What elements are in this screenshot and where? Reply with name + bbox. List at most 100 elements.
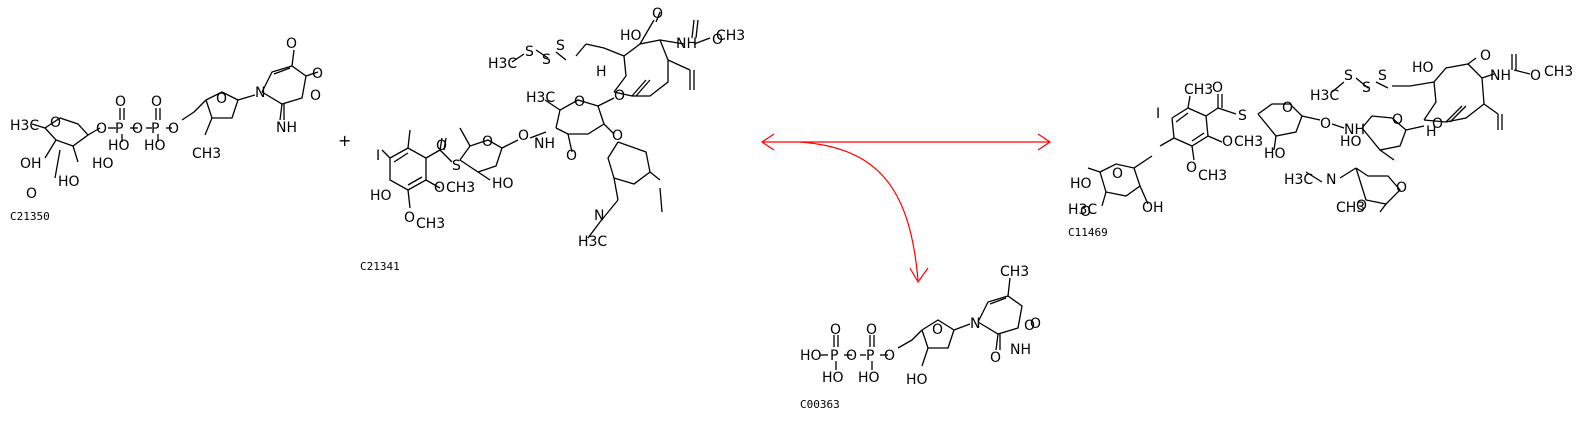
c21350-label-ho-ribose: CH3 [192,146,221,162]
c11469-label-o-sugar1: O [1282,100,1293,116]
c00363-label-p1: P [830,348,838,364]
c21341-label-o-methoxy2: O [404,210,415,226]
c21341-label-h: H [596,64,607,80]
c11469-label-o-ketone: O [1480,48,1491,64]
c11469-label-ho-sugar2: HO [1340,134,1362,150]
c00363-label-o-dbl2: O [866,322,877,338]
c11469-label-o-methoxy2: O [1186,160,1197,176]
c11469-label-h3c-s: H3C [1310,88,1339,104]
c11469-label-ch3-carb: CH3 [1544,64,1573,80]
c21341-label-nh-carb: NH [676,36,697,52]
c11469-label-nh-link: NH [1344,122,1365,138]
c11469-label-s-thio: S [1238,108,1247,124]
c00363-label-o-link2: O [884,348,895,364]
c21341-label-ho-core: HO [620,28,642,44]
c00363-label-ho-p2: HO [858,370,880,386]
c00363-label-o-dbl1: O [830,322,841,338]
c21341-label-o-carb: O [712,32,723,48]
c21350-label-o-ribose: O [216,91,227,107]
c21341-label-o-ether: O [614,88,625,104]
c11469-label-iodo: I [1156,106,1160,122]
c11469-label-o-link: O [1320,116,1331,132]
c21341-label-h3c-sugar2: H3C [526,90,555,106]
c21341-label-o-sugar1: O [482,134,493,150]
plus-sign: + [338,131,351,150]
arrow-head-right [1037,133,1052,151]
c00363-label-o-thy1: O [1024,318,1035,334]
c11469-label-o-sugar2: O [1392,112,1403,128]
c21341-label-s2: S [542,52,551,68]
c21350-label-o-link1: O [96,121,107,137]
c21341-label-s1: S [525,44,534,60]
c21350-label-p2: P [151,121,159,137]
c21341-label-ch3-methoxy2: CH3 [416,216,445,232]
c21350-label-ho-p1: HO [108,138,130,154]
c00363-label-ch3: CH3 [1000,264,1029,280]
c11469-label-oh-fucose: OH [1142,200,1164,216]
c21341-label-ho-sugar2: O [566,148,577,164]
c00363-label-ho-p1b: HO [822,370,844,386]
side-product-arrow [799,141,919,281]
c11469-label-ch3-aryl: CH3 [1184,82,1213,98]
c11469-label-ch3-methoxy1: CH3 [1234,134,1263,150]
c21350-label-o-thy2: NH [276,120,297,136]
c21350-label-o-methoxy: HO [58,174,80,190]
c21341-label-h3c-amino: H3C [578,234,607,250]
c21350-label-p1: P [115,121,123,137]
c11469-label-o-carb: O [1530,68,1541,84]
c21341-id: C21341 [360,260,400,273]
reaction-arrow [760,133,1052,284]
c21341-label-o-methoxy1: O [434,180,445,196]
c21341-label-ch3-methoxy1: CH3 [446,180,475,196]
c11469-label-o-amino-ring: O [1396,180,1407,196]
c21350-label-n: N [255,85,265,101]
c11469-label-s1: S [1344,68,1353,84]
c11469-label-o-fucose-ring: O [1112,166,1123,182]
c21350-label-o-ring: O [50,115,61,131]
arrow-head-left [760,133,775,151]
c21341-label-ho-aryl: HO [370,188,392,204]
c11469-label-h3c-amino: H3C [1284,172,1313,188]
c21350-label-o-dbl1: O [115,94,126,110]
c00363-label-o-link1: O [846,348,857,364]
c11469-label-n-amino: N [1326,172,1336,188]
c21350-label-h3c-methoxy: O [26,186,37,202]
c11469-label-ho-fucose1: HO [1070,176,1092,192]
compound-c21341: H3C S S S HO O NH O CH3 H O O H3C NH O O… [360,6,745,273]
c21350-label-ho-p2: HO [144,138,166,154]
c11469-label-ch3-methoxy3: CH3 [1336,200,1365,216]
c21341-label-o-ketone: O [652,6,663,22]
c11469-id: C11469 [1068,226,1108,239]
c00363-label-n: N [970,316,980,332]
c21350-label-nh: O [312,66,323,82]
c21341-label-nh-link: NH [534,136,555,152]
c11469-label-nh-carb: NH [1490,68,1511,84]
c21341-label-s3: S [556,38,565,54]
c21341-label-ch3-carb: CH3 [716,28,745,44]
c21341-label-o-amino-ring: O [612,128,623,144]
c21350-label-h3c: H3C [10,118,39,134]
c00363-label-ho-p1: HO [800,348,822,364]
c21350-label-o-thy1: O [310,88,321,104]
c11469-label-h3c-methoxy4: H3C [1068,202,1097,218]
c00363-label-o-thy3: O [1030,316,1041,332]
compound-c21350: H3C O O P O O HO P O O HO O O N O NH O C… [10,36,323,223]
c21350-label-ch3: O [286,36,297,52]
c21341-label-h3c-s: H3C [488,56,517,72]
c11469-label-o-ether: O [1432,116,1443,132]
c21341-label-o-link: O [518,128,529,144]
c11469-label-o-methoxy1: O [1222,134,1233,150]
c00363-label-o-ribose: O [932,322,943,338]
c00363-label-p2: P [866,348,874,364]
side-product-arrow-head [909,267,929,284]
c11469-label-h: H [1426,124,1437,140]
c21350-label-o-dbl2: O [151,94,162,110]
c21341-label-iodo: I [376,148,380,164]
c21341-label-nh-amino: N [594,208,604,224]
c21350-label-o-link3: O [168,121,179,137]
c00363-id: C00363 [800,398,840,411]
compound-c00363: HO P O O HO P O O HO O O N O NH O CH3 HO… [800,264,1041,411]
c21341-label-o-sugar2: O [574,94,585,110]
c00363-label-nh: NH [1010,342,1031,358]
